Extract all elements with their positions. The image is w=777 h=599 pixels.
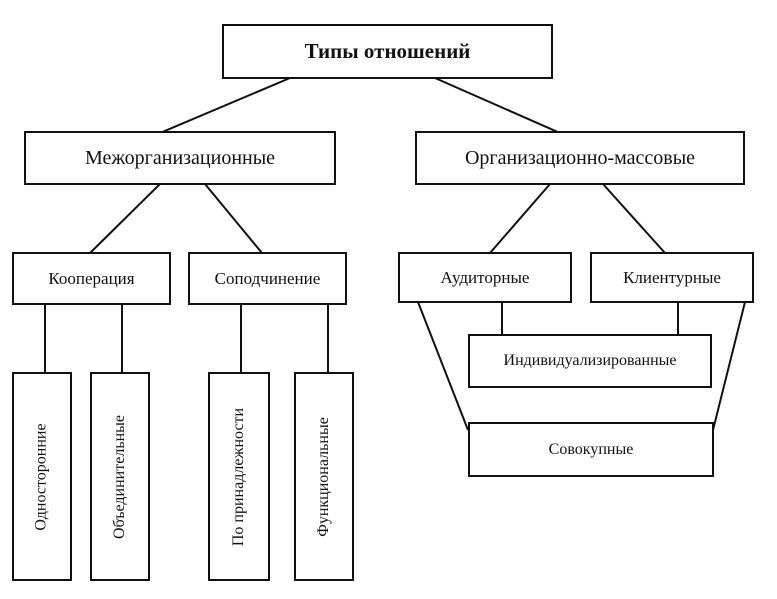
leaf-unifying-label: Объединительные xyxy=(111,414,129,539)
node-auditorial: Аудиторные xyxy=(398,252,572,303)
root-node: Типы отношений xyxy=(222,24,553,79)
leaf-unilateral-label: Односторонние xyxy=(33,422,50,531)
leaf-unilateral: Односторонние xyxy=(12,372,72,581)
node-client: Клиентурные xyxy=(590,252,754,303)
leaf-membership: По принадлежности xyxy=(208,372,270,581)
node-aggregate: Совокупные xyxy=(468,422,714,477)
node-individualized: Индивидуализированные xyxy=(468,334,712,388)
node-subordination-label: Соподчинение xyxy=(214,268,321,288)
connector-root-right xyxy=(434,77,561,134)
node-cooperation: Кооперация xyxy=(12,252,171,305)
connector-root-left xyxy=(159,77,291,134)
leaf-membership-label: По принадлежности xyxy=(230,407,247,546)
node-auditorial-label: Аудиторные xyxy=(440,267,530,287)
connector-mass-auditorial xyxy=(489,183,551,254)
node-interorganizational: Межорганизационные xyxy=(24,131,336,185)
connector-inter-subordination xyxy=(204,183,263,254)
node-client-label: Клиентурные xyxy=(623,267,721,287)
node-organizational-mass-label: Организационно-массовые xyxy=(464,146,696,169)
node-aggregate-label: Совокупные xyxy=(548,440,634,458)
root-label: Типы отношений xyxy=(304,39,471,63)
connector-inter-cooperation xyxy=(89,183,161,254)
connector-client-aggregate xyxy=(712,301,746,431)
connector-aud-aggregate xyxy=(417,301,469,431)
connector-mass-client xyxy=(602,183,666,254)
node-interorganizational-label: Межорганизационные xyxy=(84,146,276,169)
node-cooperation-label: Кооперация xyxy=(48,268,135,288)
leaf-functional-label: Функциональные xyxy=(315,416,333,537)
leaf-unifying: Объединительные xyxy=(90,372,150,581)
node-organizational-mass: Организационно-массовые xyxy=(415,131,745,185)
leaf-functional: Функциональные xyxy=(294,372,354,581)
node-individualized-label: Индивидуализированные xyxy=(503,352,677,369)
node-subordination: Соподчинение xyxy=(188,252,347,305)
